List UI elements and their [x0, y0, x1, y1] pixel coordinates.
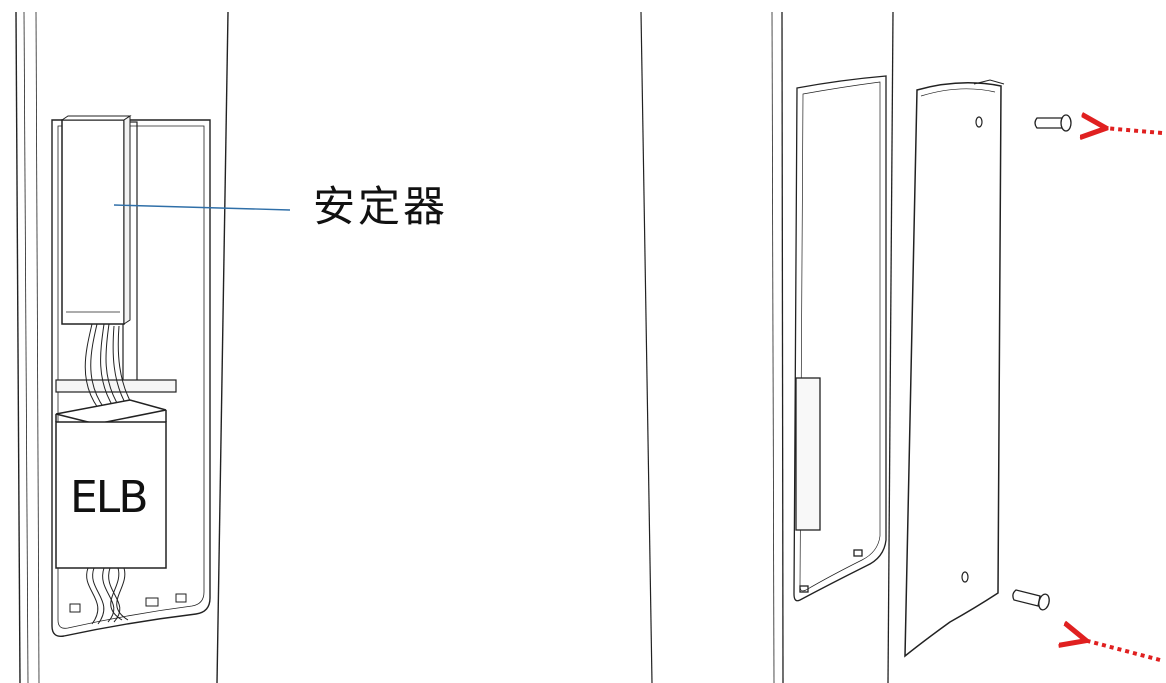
- stabilizer-unit: [60, 115, 132, 325]
- stabilizer-label: 安定器: [313, 182, 449, 231]
- arrow-top: [1104, 128, 1163, 133]
- left-pole: [15, 11, 229, 683]
- elb-box: [55, 399, 167, 569]
- pole-right-edge: [216, 11, 229, 683]
- wires-lower: [86, 567, 129, 625]
- elb-label: ELB: [70, 472, 148, 523]
- cover-screw-hole-top: [975, 116, 983, 128]
- arrow-bottom: [1084, 640, 1161, 662]
- pole-left-edge-outer: [15, 11, 21, 683]
- pole-left-edge-inner: [23, 11, 29, 683]
- right-pole-opening: [793, 75, 887, 602]
- pole-left-edge-shade: [35, 11, 40, 683]
- screw-top: [1034, 114, 1072, 132]
- screw-bottom: [1012, 589, 1050, 611]
- bottom-terminals: [69, 593, 187, 613]
- cover-screw-hole-bottom: [961, 571, 969, 583]
- right-pole: [771, 11, 894, 683]
- wires-upper: [84, 323, 135, 409]
- stabilizer-leader-line: [113, 204, 291, 211]
- middle-pole-edge: [640, 11, 653, 683]
- cover-plate: [904, 79, 1005, 658]
